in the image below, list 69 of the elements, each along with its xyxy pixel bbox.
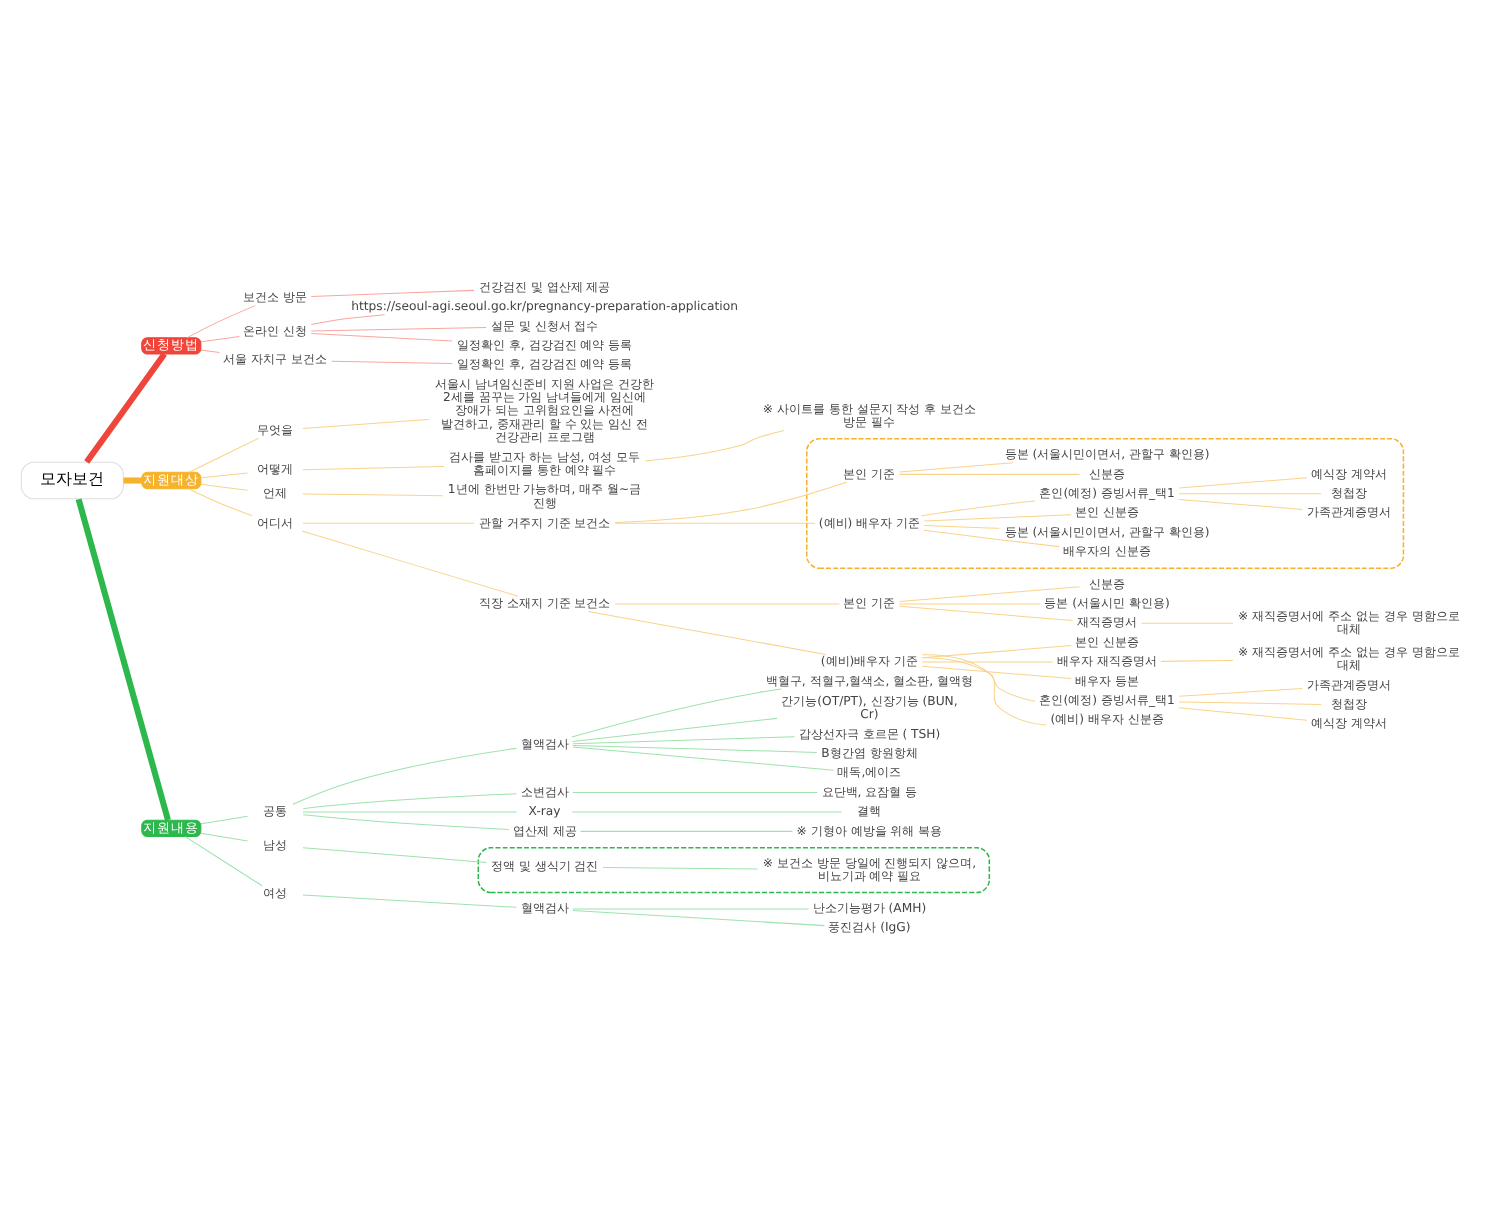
connector — [302, 465, 445, 471]
connector — [302, 847, 487, 863]
connector — [302, 522, 475, 524]
connector — [923, 524, 1000, 529]
connector — [572, 717, 778, 743]
connector — [302, 814, 510, 831]
node-box: 모자보건 — [20, 461, 124, 500]
cluster — [806, 437, 1405, 569]
connector — [1178, 687, 1303, 697]
connector — [898, 586, 1081, 603]
connector — [898, 473, 1081, 475]
connector — [602, 867, 758, 870]
connector — [572, 910, 825, 927]
connector — [921, 665, 1072, 680]
connector — [572, 746, 835, 771]
connector — [921, 654, 1047, 726]
connector — [1178, 477, 1308, 489]
connector — [292, 747, 518, 805]
connector — [898, 462, 1014, 473]
connector — [1178, 499, 1303, 510]
connector — [898, 605, 1074, 622]
cluster — [477, 846, 991, 894]
connector — [200, 335, 240, 343]
connector — [200, 832, 249, 842]
connector — [898, 603, 1041, 605]
connector — [572, 744, 818, 753]
connector — [614, 481, 848, 524]
connector — [923, 514, 1072, 522]
connector — [572, 736, 795, 745]
connector — [302, 811, 518, 813]
connector — [188, 488, 253, 517]
connector — [75, 498, 171, 821]
connector — [200, 483, 249, 491]
connector — [186, 305, 256, 339]
connector — [614, 522, 816, 524]
connector — [310, 332, 453, 342]
connector — [571, 811, 843, 813]
connector — [920, 500, 1036, 517]
connector — [921, 661, 1054, 663]
connector — [331, 360, 453, 364]
connector — [580, 830, 793, 832]
connector — [572, 792, 818, 794]
connector — [302, 418, 430, 430]
connector — [644, 430, 785, 462]
connector — [200, 815, 249, 825]
connector — [1178, 493, 1322, 495]
connector — [200, 472, 249, 479]
connector — [310, 289, 475, 298]
connector — [302, 493, 444, 497]
connector — [188, 437, 259, 473]
connector — [123, 477, 142, 484]
connector — [310, 327, 487, 332]
connector — [200, 349, 220, 353]
connector — [587, 611, 827, 655]
connector — [1178, 707, 1308, 721]
connector — [921, 656, 1036, 702]
connector — [302, 793, 517, 810]
connector — [310, 314, 386, 325]
connector — [614, 603, 840, 605]
connector — [1140, 622, 1234, 624]
connector — [1178, 701, 1322, 705]
connector — [184, 836, 263, 887]
connector — [1160, 659, 1234, 662]
connector — [302, 894, 517, 908]
connector — [301, 530, 519, 597]
connector — [571, 688, 782, 738]
connector — [84, 352, 167, 464]
connector — [923, 529, 1060, 548]
connector — [572, 908, 810, 910]
